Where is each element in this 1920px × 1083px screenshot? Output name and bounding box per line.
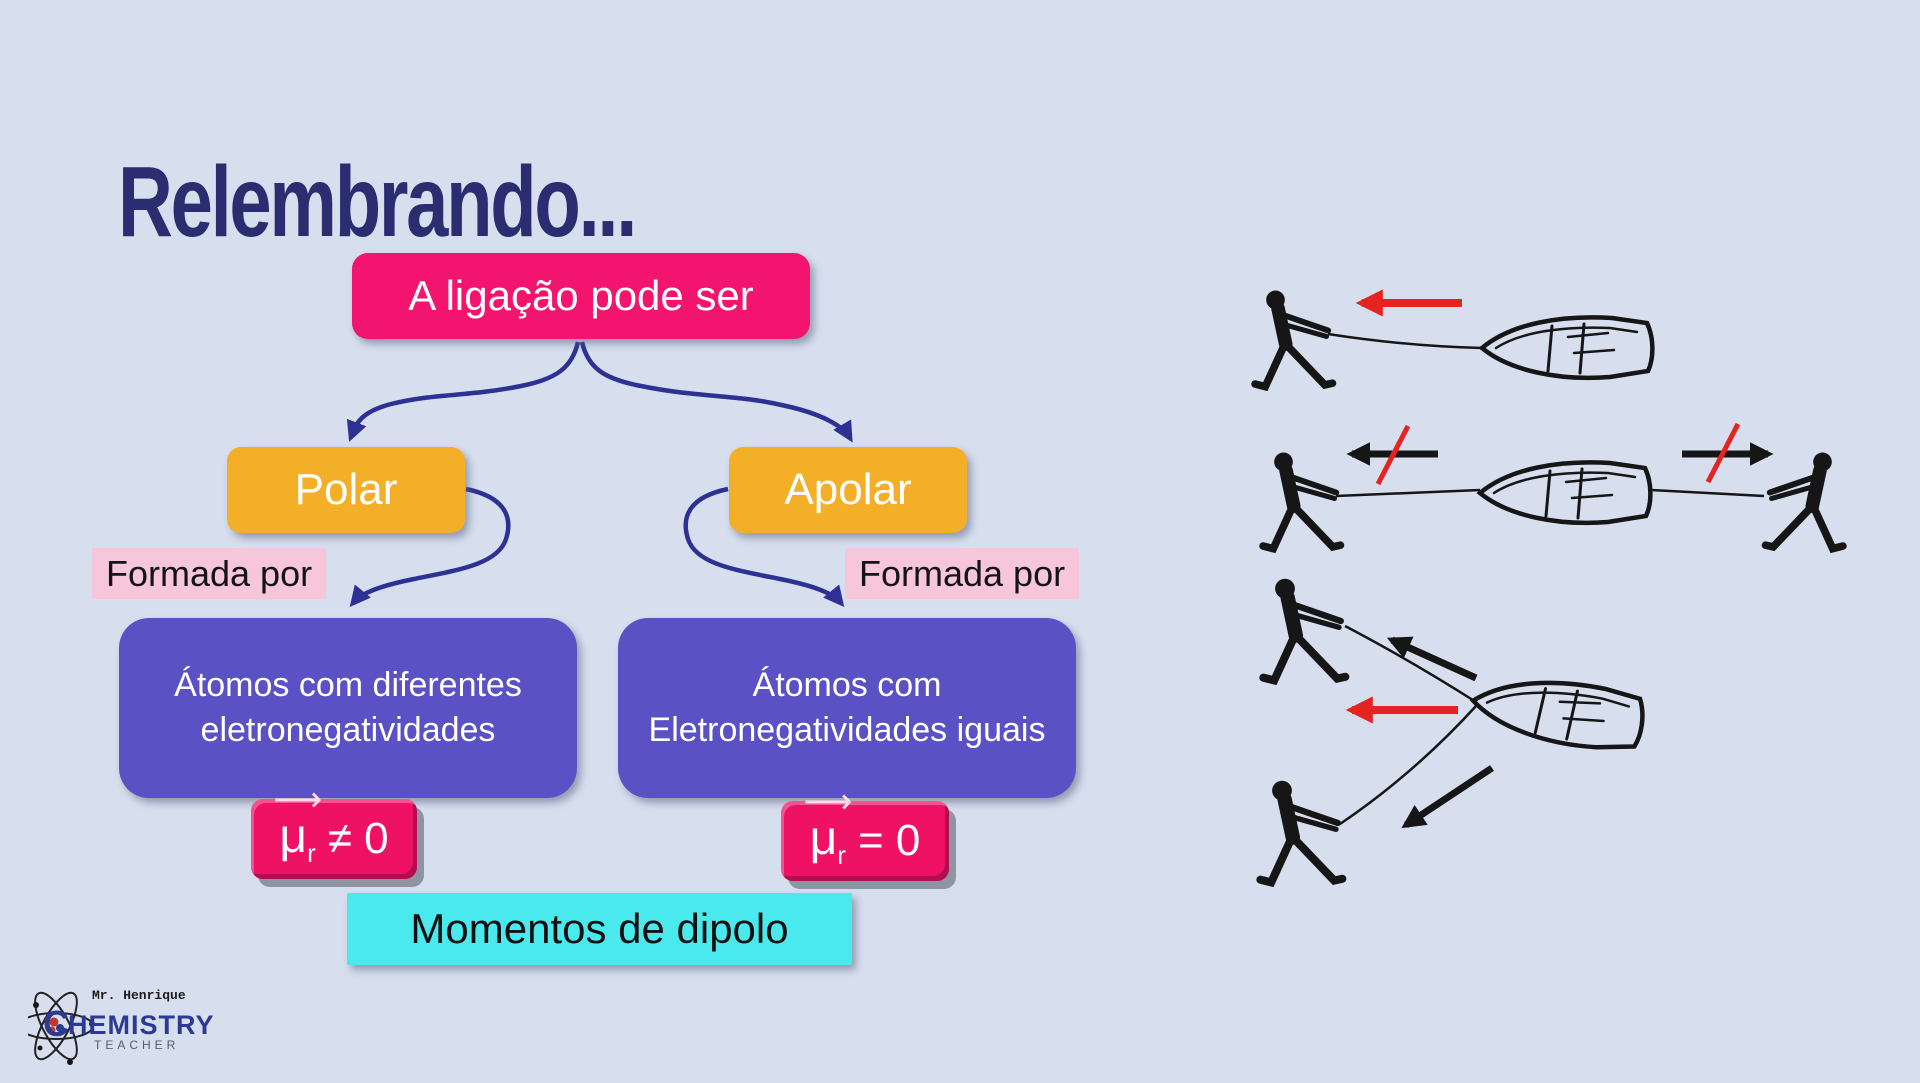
atom-icon xyxy=(18,991,95,1065)
edge-label-formada-por-right: Formada por xyxy=(845,548,1080,600)
vector-arrow-icon: ⟶ xyxy=(803,782,853,821)
rope xyxy=(1339,705,1477,826)
vector-arrow-icon: ⟶ xyxy=(273,780,322,819)
force-arrow-black xyxy=(1386,636,1478,682)
rope xyxy=(1649,488,1765,498)
cancel-slash xyxy=(1705,422,1741,484)
man-figure-mirrored xyxy=(1766,453,1843,549)
logo-brand-initial: C xyxy=(43,1003,69,1044)
logo-brand-text: HEMISTRY xyxy=(68,1010,215,1040)
flow-node-polar: Polar xyxy=(227,447,465,533)
rope xyxy=(1335,488,1481,498)
mu-relation: = 0 xyxy=(857,816,921,865)
rope xyxy=(1344,624,1477,704)
flow-node-dipole-moments: Momentos de dipolo xyxy=(347,893,852,965)
cancel-slash xyxy=(1375,424,1411,486)
detail-apolar-text: Átomos com Eletronegatividades iguais xyxy=(648,666,1046,749)
mu-vector-symbol: ⟶μr xyxy=(273,780,322,868)
logo: C Mr. Henrique HEMISTRY TEACHER xyxy=(18,978,298,1078)
logo-owner-name: Mr. Henrique xyxy=(92,988,186,1003)
page-title: Relembrando... xyxy=(118,146,637,258)
illustration-row-one-puller xyxy=(1255,291,1652,387)
edge-label-formada-por-left: Formada por xyxy=(92,548,327,600)
flow-node-detail-apolar: Átomos com Eletronegatividades iguais xyxy=(618,618,1076,798)
logo-subtitle: TEACHER xyxy=(94,1038,180,1052)
rowboat xyxy=(1480,462,1650,522)
flow-node-detail-polar: Átomos com diferentes eletronegatividade… xyxy=(119,618,577,798)
flow-node-root: A ligação pode ser xyxy=(352,253,810,339)
rowboat xyxy=(1482,317,1652,377)
detail-polar-text: Átomos com diferentes eletronegatividade… xyxy=(174,666,522,749)
connector-root-to-polar xyxy=(346,341,581,442)
illustration-row-opposite-pullers xyxy=(1263,422,1843,549)
flow-node-apolar: Apolar xyxy=(729,447,967,533)
mu-resultant-zero-box: ⟶μr = 0 xyxy=(781,782,949,881)
rowboat xyxy=(1469,670,1646,754)
force-arrow-black xyxy=(1401,765,1494,829)
mu-vector-symbol: ⟶μr xyxy=(803,782,853,870)
boat-rope-illustration xyxy=(1230,258,1890,918)
man-figure xyxy=(1260,781,1342,883)
mu-relation: ≠ 0 xyxy=(327,814,389,863)
mu-resultant-nonzero-box: ⟶μr ≠ 0 xyxy=(251,780,417,879)
man-figure xyxy=(1263,453,1340,549)
connector-root-to-apolar xyxy=(579,341,853,443)
man-figure xyxy=(1255,291,1332,387)
man-figure xyxy=(1263,579,1345,681)
rope xyxy=(1327,332,1483,350)
illustration-row-angled-pullers xyxy=(1260,579,1646,883)
